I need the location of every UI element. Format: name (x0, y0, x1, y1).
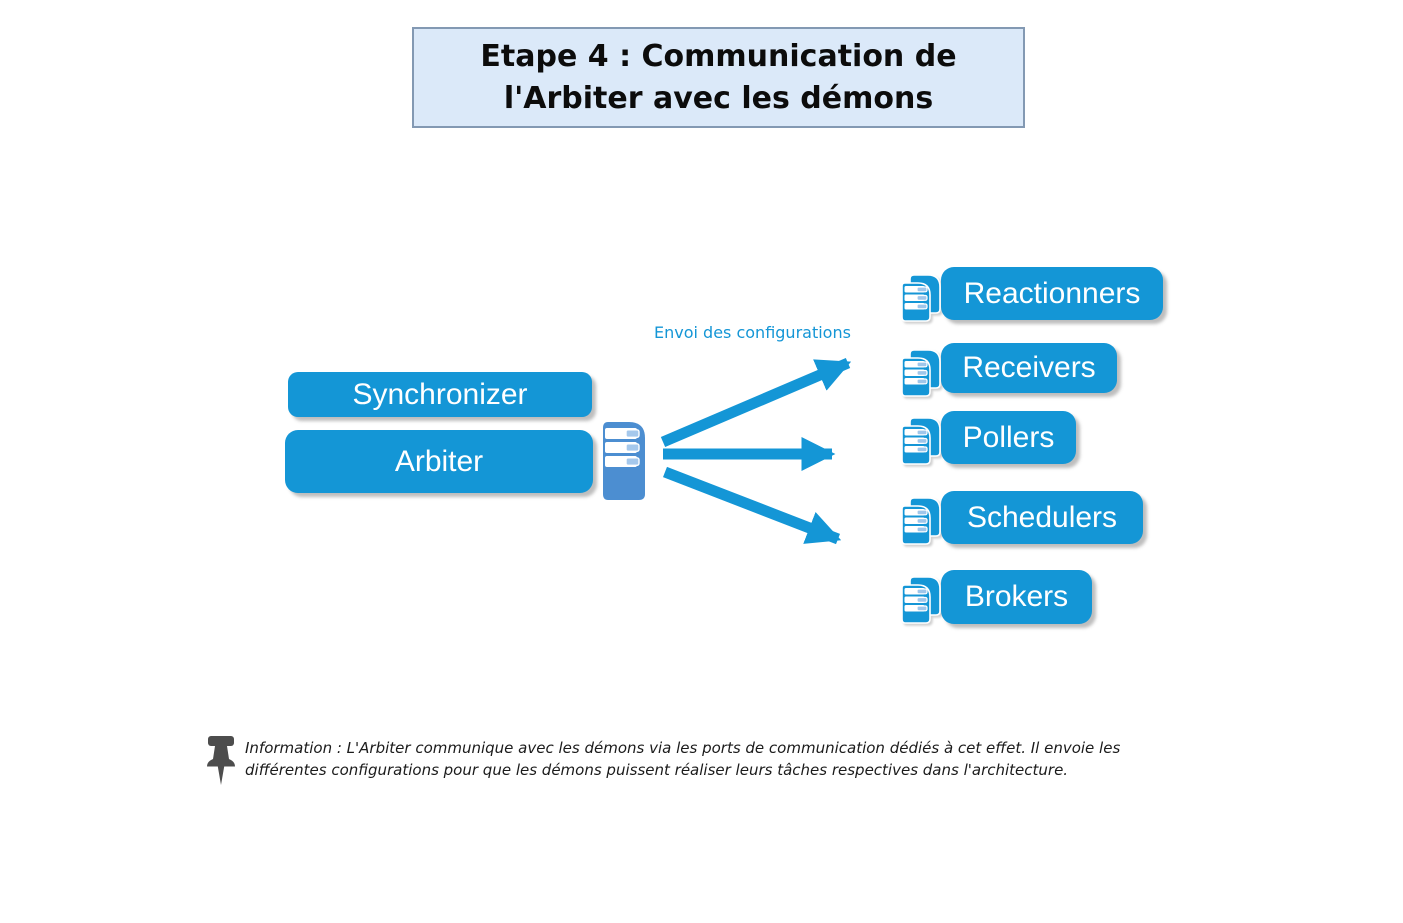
arrow-bottom (663, 466, 842, 545)
node-reactionners: Reactionners (941, 267, 1163, 320)
node-label: Receivers (962, 351, 1096, 384)
title-line-1: Etape 4 : Communication de (480, 38, 957, 74)
node-label: Synchronizer (352, 377, 528, 411)
node-synchronizer: Synchronizer (288, 372, 592, 417)
node-label: Pollers (962, 420, 1055, 454)
title-box: Etape 4 : Communication de l'Arbiter ave… (412, 27, 1025, 128)
node-label: Reactionners (963, 276, 1141, 310)
node-label: Brokers (964, 580, 1069, 613)
config-arrows (660, 357, 852, 545)
node-pollers: Pollers (941, 411, 1076, 464)
dual-server-icon (901, 349, 941, 397)
title-line-2: l'Arbiter avec les démons (503, 80, 934, 116)
info-line-2: différentes configurations pour que les … (245, 760, 1069, 779)
server-icon (603, 422, 645, 500)
info-line-1: Information : L'Arbiter communique avec … (245, 739, 1121, 757)
node-receivers: Receivers (941, 343, 1117, 393)
flow-label: Envoi des configurations (654, 323, 851, 342)
dual-server-icon (901, 576, 941, 624)
pushpin-icon (207, 736, 235, 785)
node-arbiter: Arbiter (285, 430, 593, 493)
node-label: Arbiter (394, 444, 484, 478)
node-label: Schedulers (966, 500, 1118, 534)
dual-server-icon (901, 274, 941, 322)
dual-server-icon (901, 497, 941, 545)
dual-server-icon (901, 417, 941, 465)
node-brokers: Brokers (941, 570, 1092, 624)
arrow-top (660, 357, 852, 448)
node-schedulers: Schedulers (941, 491, 1143, 544)
info-note: Information : L'Arbiter communique avec … (245, 738, 1205, 781)
